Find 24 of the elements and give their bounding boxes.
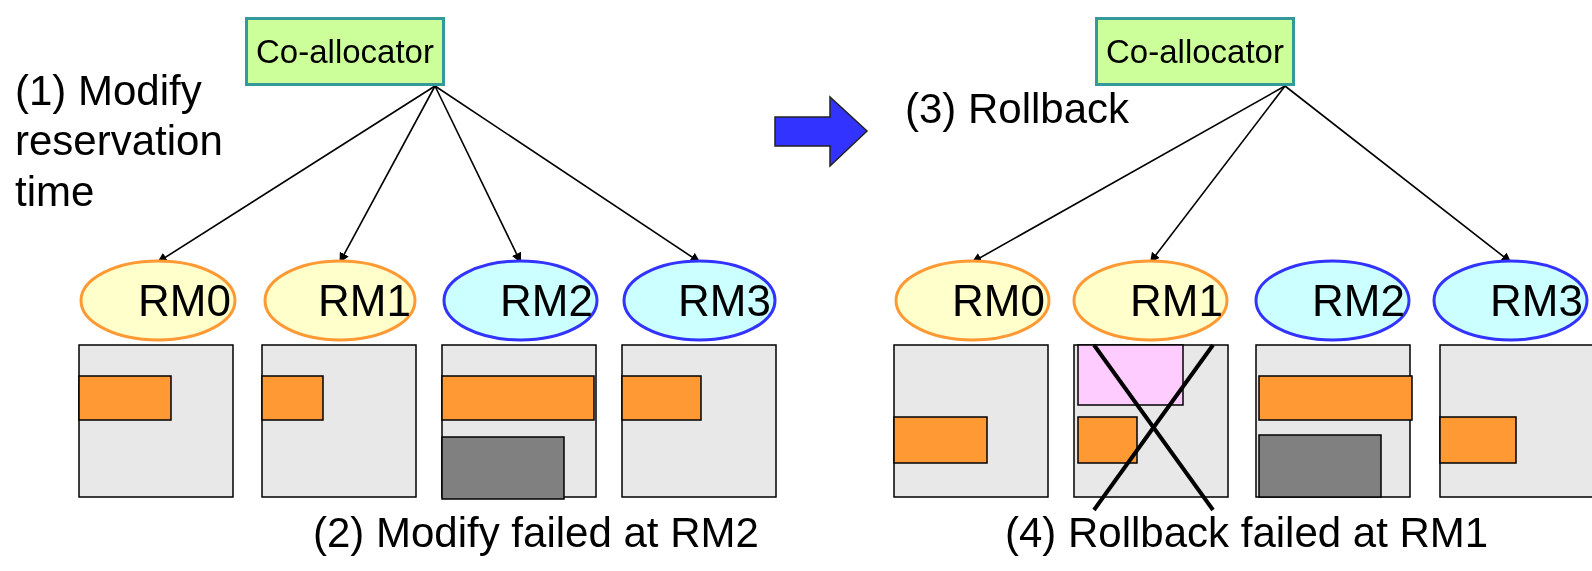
resource-manager-ellipse xyxy=(263,259,417,342)
resource-manager-ellipse xyxy=(442,259,599,342)
resource-manager-ellipse xyxy=(894,259,1051,342)
node-label: RM3 xyxy=(678,275,771,326)
resource-manager-ellipse xyxy=(622,259,777,342)
step-note: (4) Rollback failed at RM1 xyxy=(1005,508,1490,558)
step-note: (3) Rollback xyxy=(905,84,1131,134)
node-label: Co-allocator xyxy=(1106,32,1284,71)
node-label: RM3 xyxy=(1490,275,1583,326)
step-note: (1) Modify reservation time xyxy=(15,66,224,217)
node-label: Co-allocator xyxy=(256,32,434,71)
node-label: RM2 xyxy=(1312,275,1405,326)
resource-manager-ellipse xyxy=(1432,259,1589,342)
resource-manager-ellipse xyxy=(1072,259,1229,342)
node-label: RM0 xyxy=(952,275,1045,326)
coordinator-box xyxy=(1095,17,1295,86)
node-label: RM1 xyxy=(1130,275,1223,326)
coordinator-box xyxy=(245,17,445,86)
step-note: (2) Modify failed at RM2 xyxy=(313,508,760,558)
node-label: RM2 xyxy=(500,275,593,326)
resource-manager-ellipse xyxy=(79,259,237,342)
resource-manager-ellipse xyxy=(1254,259,1411,342)
node-label: RM0 xyxy=(138,275,231,326)
node-label: RM1 xyxy=(318,275,411,326)
